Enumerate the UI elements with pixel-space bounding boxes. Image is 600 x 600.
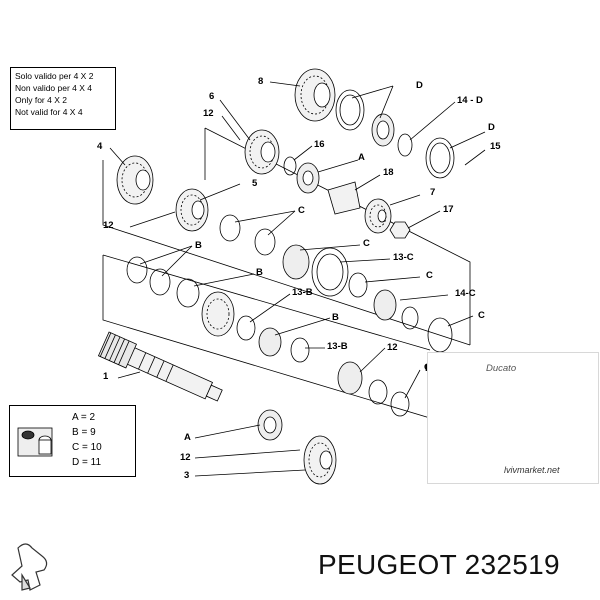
mainshaft	[97, 331, 223, 402]
callout-8: 8	[258, 76, 264, 87]
callout-d: D	[488, 122, 495, 133]
callout-13-b: 13-B	[292, 287, 313, 298]
ad-site-name: lvivmarket.net	[504, 465, 560, 475]
legend-pictogram	[17, 427, 53, 457]
callout-c: C	[363, 238, 370, 249]
callout-b: B	[332, 312, 339, 323]
callout-5: 5	[252, 178, 258, 189]
callout-c: C	[298, 205, 305, 216]
legend-row-d: D = 11	[72, 457, 101, 468]
ring-C-4	[401, 306, 419, 330]
part-number-title: PEUGEOT 232519	[318, 549, 560, 580]
callout-12: 12	[103, 220, 114, 231]
hub-B	[258, 327, 282, 357]
sleeve-13-C	[311, 247, 349, 297]
quantity-legend: A = 2 B = 9 C = 10 D = 11	[9, 405, 136, 477]
callout-12: 12	[180, 452, 191, 463]
ring-C-5	[368, 379, 388, 405]
gear-6	[244, 129, 280, 175]
callout-14-d: 14 - D	[457, 95, 483, 106]
gear-B	[201, 291, 235, 337]
callout-b: B	[256, 267, 263, 278]
callout-a: A	[184, 432, 191, 443]
note-line: Solo valido per 4 X 2	[15, 71, 94, 81]
ring-B-1	[126, 256, 148, 284]
ring-B-3	[176, 278, 200, 308]
ring-13-B	[236, 315, 256, 341]
gear-3	[303, 435, 337, 485]
legend-row-c: C = 10	[72, 442, 102, 453]
lion-logo	[11, 543, 48, 591]
legend-row-a: A = 2	[72, 412, 96, 423]
callout-d: D	[416, 80, 423, 91]
ring-13-B-2	[337, 361, 363, 395]
callout-c: C	[426, 270, 433, 281]
frame-line-lower	[102, 255, 471, 431]
ring-B-4	[290, 337, 310, 363]
gear-4	[116, 155, 154, 205]
gear-8	[294, 68, 336, 122]
ring-C-3	[348, 272, 368, 298]
note-line: Only for 4 X 2	[15, 95, 67, 105]
note-line: Not valid for 4 X 4	[15, 107, 83, 117]
callout-13-c: 13-C	[393, 252, 414, 263]
callout-7: 7	[430, 187, 436, 198]
callout-c: C	[478, 310, 485, 321]
callout-3: 3	[184, 470, 190, 481]
callout-15: 15	[490, 141, 501, 152]
callout-14-c: 14-C	[455, 288, 476, 299]
callout-4: 4	[97, 141, 103, 152]
note-line: Non valido per 4 X 4	[15, 83, 93, 93]
hub-C	[282, 244, 310, 280]
plate-D	[425, 137, 455, 179]
callout-1: 1	[103, 371, 109, 382]
ring-B-2	[149, 268, 171, 296]
notes-box: Solo valido per 4 X 2 Non valido per 4 X…	[10, 67, 116, 130]
callout-18: 18	[383, 167, 394, 178]
synchro-hub-top	[371, 113, 395, 147]
hub-14-C	[373, 289, 397, 321]
bracket-18	[327, 181, 361, 215]
legend-row-b: B = 9	[72, 427, 96, 438]
bearing-A-lower	[257, 409, 283, 441]
callout-6: 6	[209, 91, 215, 102]
callout-a: A	[358, 152, 365, 163]
callout-16: 16	[314, 139, 325, 150]
callout-12: 12	[387, 342, 398, 353]
dealer-ad-panel: Ducato lvivmarket.net	[427, 352, 599, 484]
ring-C-2	[254, 228, 276, 256]
callout-b: B	[195, 240, 202, 251]
nut-17	[389, 221, 411, 239]
ring-C-1	[219, 214, 241, 242]
ring-C-6	[390, 391, 410, 417]
callout-12: 12	[203, 108, 214, 119]
washer-16	[283, 156, 297, 176]
bearing-A-upper	[296, 162, 320, 194]
gear-5	[175, 188, 209, 232]
gear-7	[364, 198, 392, 234]
ad-model-name: Ducato	[486, 363, 517, 374]
callout-13-b: 13-B	[327, 341, 348, 352]
frame-line-middle	[102, 160, 471, 346]
ring-14-D	[397, 133, 413, 157]
ring-D-top	[335, 89, 365, 131]
callout-17: 17	[443, 204, 454, 215]
